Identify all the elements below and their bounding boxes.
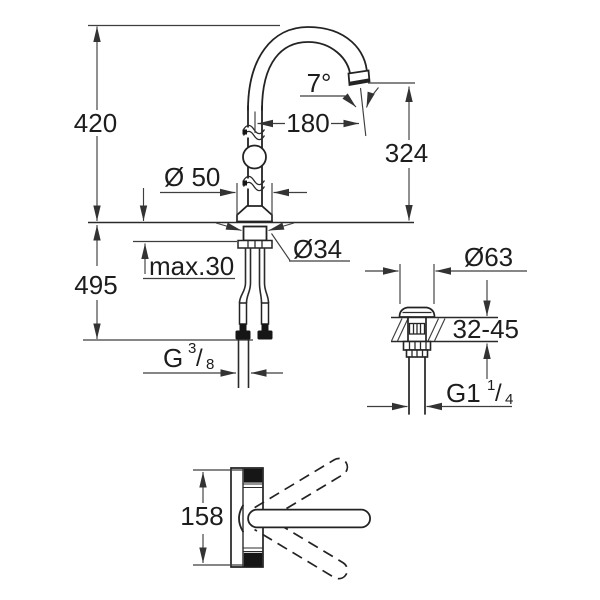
supply-hose-right bbox=[263, 248, 270, 304]
waste-body-slot-ribs bbox=[412, 323, 422, 334]
swivel-top-view: 158 bbox=[180, 457, 371, 580]
dim-label-hole-diameter: Ø34 bbox=[293, 234, 342, 264]
swivel-body-band-top bbox=[243, 468, 263, 483]
mounting-nut-ribs bbox=[247, 240, 263, 248]
dim-label-waste-flange-diameter: Ø63 bbox=[464, 242, 513, 272]
hose-connector-left bbox=[238, 302, 248, 325]
hose-fitting-left bbox=[239, 324, 247, 331]
break-curve bbox=[242, 124, 266, 135]
dim-label-supply-thread-slash: / bbox=[196, 345, 203, 372]
dim-label-waste-thread-slash: / bbox=[495, 380, 502, 407]
dim-label-waste-thread-prefix: G1 bbox=[446, 378, 481, 408]
dim-label-supply-thread-denominator: 8 bbox=[206, 356, 214, 373]
waste-locknut-ribs bbox=[408, 341, 427, 350]
hose-fitting-right bbox=[261, 324, 269, 331]
spout-position-lower bbox=[254, 514, 349, 580]
front-view-dimensions: 420 495 max.30 Ø 50 Ø34 180 7° bbox=[74, 26, 428, 377]
ball-joint bbox=[242, 144, 267, 170]
dim-label-overall-height: 420 bbox=[74, 108, 117, 138]
dim-label-supply-thread-numerator: 3 bbox=[188, 340, 196, 357]
angle-leader-arrow bbox=[339, 93, 357, 108]
supply-hose-left bbox=[245, 248, 252, 304]
mounting-shank bbox=[242, 225, 268, 242]
break-mark bbox=[242, 129, 247, 135]
hose-fitting-left bbox=[235, 330, 251, 340]
hose-connector-right bbox=[260, 302, 270, 325]
supply-hose-left bbox=[238, 248, 247, 304]
dia34-leader-line bbox=[271, 233, 291, 261]
supply-hose-right bbox=[258, 248, 263, 304]
spout-position-upper-outline bbox=[254, 457, 349, 524]
spout-outer-curve bbox=[247, 26, 368, 111]
dim-label-max-deck-thickness: max.30 bbox=[149, 251, 234, 281]
waste-tailpipe bbox=[408, 356, 426, 415]
dim-label-waste-thread-denominator: 4 bbox=[505, 391, 513, 408]
hose-fitting-right bbox=[257, 330, 273, 340]
dia63-extension-lines bbox=[399, 264, 435, 304]
waste-locknut-lower-ribs bbox=[411, 350, 424, 357]
dim-label-swivel-height: 158 bbox=[180, 501, 223, 531]
dim-label-body-diameter: Ø 50 bbox=[164, 162, 220, 192]
base-flange bbox=[236, 205, 273, 223]
dim-label-spout-height: 324 bbox=[385, 138, 428, 168]
spout-position-lower-outline bbox=[254, 514, 349, 580]
dim-label-waste-deck-range: 32-45 bbox=[453, 314, 520, 344]
dim-label-below-deck-height: 495 bbox=[74, 270, 117, 300]
dim-label-supply-thread-prefix: G bbox=[163, 343, 183, 373]
dim-158-extension-lines bbox=[193, 469, 244, 566]
waste-valve-view: Ø63 32-45 G1 1 / 4 bbox=[365, 242, 527, 415]
angle-arc-arrow bbox=[365, 87, 379, 108]
spout-inner-curve bbox=[261, 41, 352, 111]
spout-position-upper bbox=[254, 457, 349, 524]
swivel-body-band-bottom bbox=[243, 552, 263, 567]
swivel-pivot-bulge bbox=[238, 504, 244, 533]
dia34-arrow bbox=[215, 222, 242, 232]
dim-label-spout-angle: 7° bbox=[307, 68, 332, 98]
dia34-arrow bbox=[268, 222, 295, 232]
break-mark bbox=[242, 180, 247, 186]
waste-body-sides bbox=[407, 316, 427, 343]
break-curve bbox=[242, 175, 266, 186]
nozzle-axis-line bbox=[359, 87, 367, 137]
spout-arm-solid bbox=[247, 508, 371, 529]
swivel-body bbox=[230, 467, 264, 568]
spout-nozzle-lip bbox=[349, 78, 370, 85]
counter-hatching bbox=[390, 318, 446, 342]
dim-label-waste-thread-numerator: 1 bbox=[487, 377, 495, 394]
swivel-body-strips bbox=[243, 483, 263, 553]
dim-label-spout-reach: 180 bbox=[286, 108, 329, 138]
front-view bbox=[83, 24, 414, 388]
